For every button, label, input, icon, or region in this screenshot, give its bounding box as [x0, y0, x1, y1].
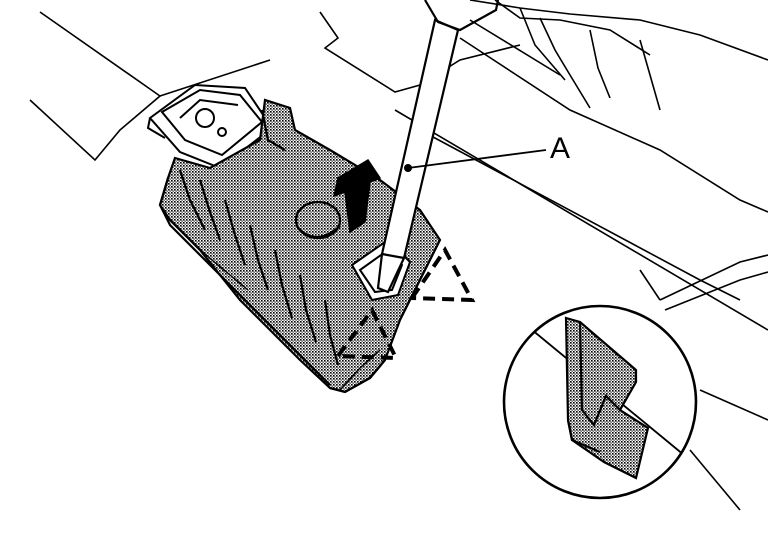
screwdriver-tool	[376, 0, 500, 294]
clip-detail-magnifier	[502, 304, 698, 500]
callout-leader	[404, 149, 547, 172]
component-housing	[158, 98, 442, 394]
clip-part	[564, 316, 650, 480]
arrow-up-icon	[332, 158, 382, 234]
dashed-triangle-icon	[334, 246, 476, 361]
background-panel-lines	[29, 0, 768, 511]
callout-label-a: A	[550, 132, 571, 165]
